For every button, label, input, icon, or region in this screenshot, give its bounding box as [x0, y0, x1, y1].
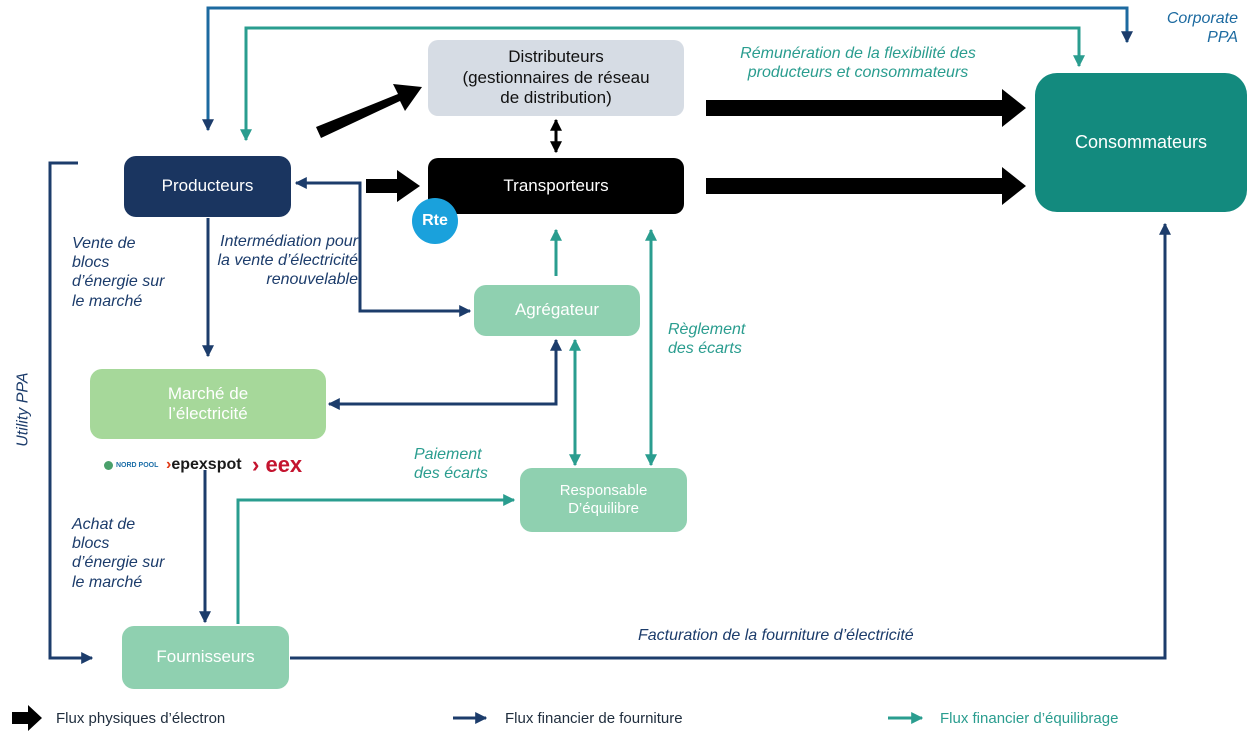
epexspot-logo: ›epexspot	[166, 456, 242, 473]
remuneration-flexibility-arrow	[240, 26, 1085, 142]
utility-ppa-arrow	[48, 161, 94, 664]
facturation-arrow	[290, 222, 1171, 660]
label-utility-ppa: Utility PPA	[14, 372, 32, 447]
label-corporate-ppa: Corporate PPA	[1166, 10, 1238, 47]
epexspot-chevron-icon: ›	[166, 456, 172, 473]
node-agregateur: Agrégateur	[474, 285, 640, 336]
node-fournisseurs: Fournisseurs	[122, 626, 289, 689]
nordpool-icon	[104, 461, 113, 470]
node-transporteurs: Transporteurs	[428, 158, 684, 214]
node-producteurs: Producteurs	[124, 156, 291, 217]
node-responsable: Responsable D’équilibre	[520, 468, 687, 532]
intermediation-arrow	[294, 177, 472, 317]
label-achat-blocs: Achat de blocs d’énergie sur le marché	[72, 516, 165, 591]
label-paiement-ecarts: Paiement des écarts	[414, 446, 488, 483]
node-marche: Marché de l’électricité	[90, 369, 326, 439]
eex-chevron-icon: ›	[252, 452, 260, 477]
label-remuneration: Rémunération de la flexibilité des produ…	[740, 45, 976, 82]
legend-balancing-label: Flux financier d’équilibrage	[940, 710, 1119, 727]
label-facturation: Facturation de la fourniture d’électrici…	[638, 627, 914, 644]
label-reglement-ecarts: Règlement des écarts	[668, 321, 746, 358]
legend-physical-label: Flux physiques d’électron	[56, 710, 226, 727]
label-intermediation: Intermédiation pour la vente d’électrici…	[217, 233, 358, 289]
node-distributeurs: Distributeurs (gestionnaires de réseau d…	[428, 40, 684, 116]
label-vente-blocs: Vente de blocs d’énergie sur le marché	[72, 235, 165, 310]
node-consommateurs: Consommateurs	[1035, 73, 1247, 212]
physical-arrow-prod-transp	[366, 170, 420, 202]
physical-arrow-transp-conso	[706, 167, 1026, 205]
nordpool-logo: NORD POOL	[104, 461, 158, 470]
physical-arrow-prod-distrib	[316, 84, 422, 138]
legend-physical-arrow	[12, 705, 42, 731]
marche-agregateur-arrow	[327, 338, 562, 410]
corporate-ppa-arrow	[202, 6, 1133, 132]
physical-arrow-distrib-conso	[706, 89, 1026, 127]
rte-logo: Rte	[412, 198, 458, 244]
eex-logo: › eex	[252, 452, 303, 477]
balancing-flow-arrows	[236, 228, 657, 624]
paiement-ecarts-arrow	[236, 494, 516, 624]
supply-flow-arrows	[48, 161, 1171, 664]
legend-supply-label: Flux financier de fourniture	[505, 710, 683, 727]
